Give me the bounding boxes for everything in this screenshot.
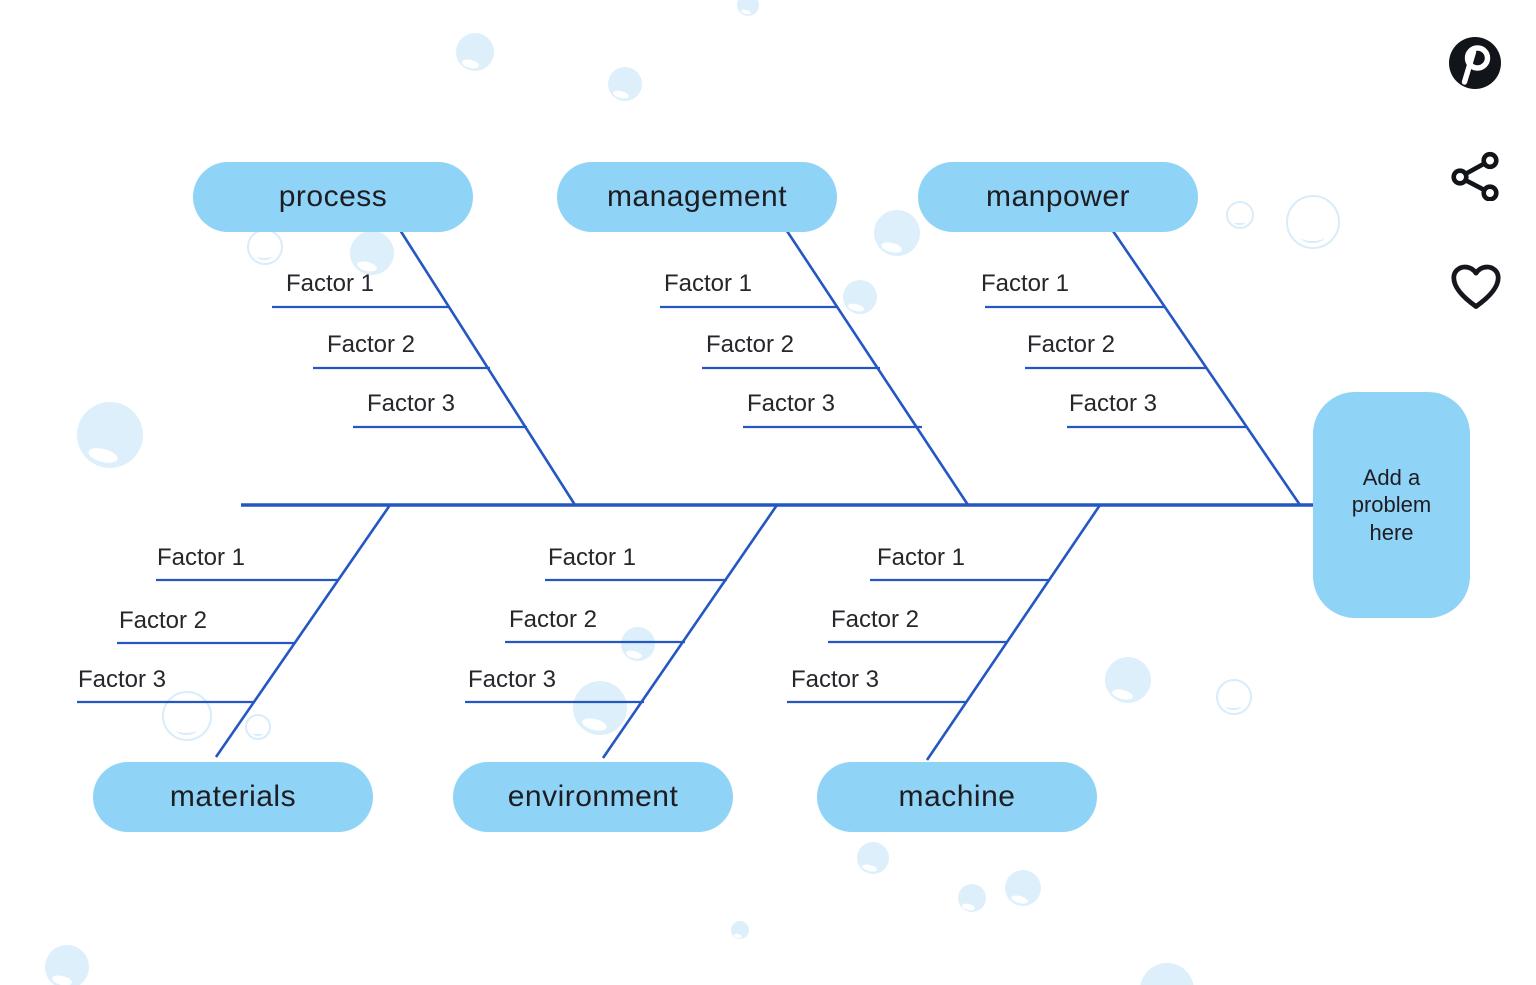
category-pill-manpower: manpower [918, 162, 1198, 232]
bubble-decoration [1140, 963, 1194, 985]
factor-label: Factor 2 [119, 607, 208, 634]
bubble-decoration [573, 681, 627, 735]
bubble-decoration [621, 627, 655, 661]
factor-label: Factor 2 [509, 606, 598, 633]
bubble-decoration [1005, 870, 1041, 906]
bubble-decoration [857, 842, 889, 874]
bubble-decoration [350, 231, 394, 275]
bubble-decoration [608, 67, 642, 101]
bubble-decoration [456, 33, 494, 71]
bubble-outline-decoration [1216, 679, 1252, 715]
bone-machine [925, 504, 1102, 761]
bubble-decoration [1105, 657, 1151, 703]
heart-icon [1450, 264, 1502, 315]
factor-label: Factor 3 [1069, 390, 1158, 417]
share-icon [1451, 151, 1499, 204]
category-label: manpower [985, 180, 1131, 213]
bubble-decoration [843, 280, 877, 314]
factor-label: Factor 3 [78, 666, 167, 693]
bubble-outline-decoration [1286, 195, 1340, 249]
category-pill-environment: environment [453, 762, 733, 832]
bubble-decoration [737, 0, 759, 16]
category-label: environment [507, 780, 679, 813]
share-button[interactable] [1451, 151, 1499, 204]
category-label: materials [169, 780, 297, 813]
problem-box-label: Add a problem here [1351, 464, 1432, 545]
factor-label: Factor 1 [548, 544, 637, 571]
factor-label: Factor 2 [1027, 331, 1116, 358]
bubble-outline-decoration [245, 714, 271, 740]
category-pill-materials: materials [93, 762, 373, 832]
bone-environment [601, 504, 779, 759]
factor-label: Factor 2 [327, 331, 416, 358]
bubble-decoration [731, 921, 749, 939]
factor-label: Factor 3 [367, 390, 456, 417]
bubble-decoration [958, 884, 986, 912]
pinterest-button[interactable] [1449, 37, 1501, 89]
category-pill-management: management [557, 162, 837, 232]
category-label: machine [898, 780, 1016, 813]
factor-label: Factor 1 [157, 544, 246, 571]
category-pill-process: process [193, 162, 473, 232]
bubble-outline-decoration [162, 691, 212, 741]
pinterest-icon [1449, 37, 1501, 92]
bubble-decoration [45, 945, 89, 985]
factor-label: Factor 1 [286, 270, 375, 297]
factor-label: Factor 3 [747, 390, 836, 417]
bone-materials [214, 504, 392, 758]
factor-label: Factor 2 [831, 606, 920, 633]
bubble-decoration [874, 210, 920, 256]
factor-label: Factor 1 [981, 270, 1070, 297]
factor-label: Factor 3 [791, 666, 880, 693]
bone-manpower [1111, 230, 1302, 506]
problem-box[interactable]: Add a problem here [1313, 392, 1470, 618]
factor-label: Factor 1 [664, 270, 753, 297]
favorite-button[interactable] [1450, 262, 1502, 312]
category-pill-machine: machine [817, 762, 1097, 832]
category-label: management [606, 180, 788, 213]
category-label: process [278, 180, 388, 213]
bubble-decoration [77, 402, 143, 468]
factor-label: Factor 3 [468, 666, 557, 693]
factor-label: Factor 2 [706, 331, 795, 358]
factor-label: Factor 1 [877, 544, 966, 571]
bubble-outline-decoration [1226, 201, 1254, 229]
